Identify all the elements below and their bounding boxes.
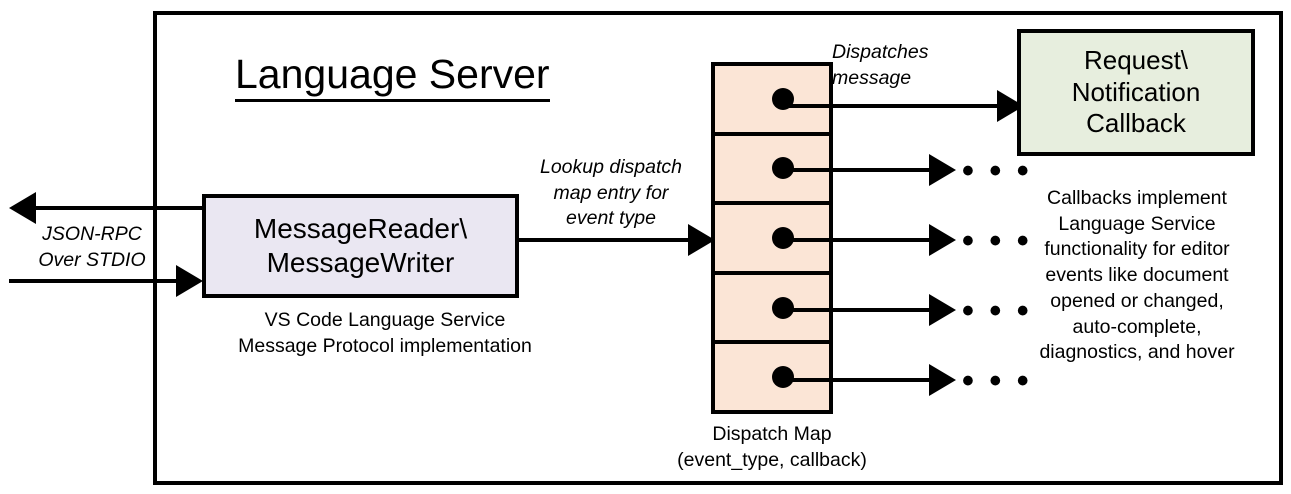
lookup-dispatch-label: Lookup dispatch map entry for event type <box>539 156 683 230</box>
lookup-arrowhead <box>688 224 715 256</box>
dispatch-row-5-line <box>781 378 943 382</box>
callback-description-caption: Callbacks implement Language Service fun… <box>1039 187 1235 364</box>
dispatch-row-3-arrowhead <box>929 224 956 256</box>
table-row[interactable] <box>715 344 829 410</box>
dispatch-row-2-line <box>781 168 943 172</box>
message-reader-writer-label: MessageReader\ MessageWriter <box>253 212 468 278</box>
dispatch-row-1-line <box>781 104 1013 108</box>
dispatches-message-label: Dispatches message <box>832 41 929 89</box>
table-row[interactable] <box>715 66 829 136</box>
outbound-stdio-arrowhead <box>9 192 36 224</box>
dispatch-row-3-line <box>781 238 943 242</box>
lookup-line <box>519 238 691 242</box>
message-reader-writer-box[interactable]: MessageReader\ MessageWriter <box>202 194 519 298</box>
table-row[interactable] <box>715 205 829 275</box>
json-rpc-stdio-label: JSON-RPC Over STDIO <box>38 223 146 271</box>
message-protocol-caption: VS Code Language Service Message Protoco… <box>238 309 532 357</box>
callback-dot-icon <box>772 296 795 319</box>
dispatch-row-2-arrowhead <box>929 154 956 186</box>
dispatch-row-5-arrowhead <box>929 364 956 396</box>
callback-dot-icon <box>772 366 795 389</box>
outbound-stdio-line <box>36 206 204 210</box>
dispatch-row-4-ellipsis: • • • <box>962 292 1032 330</box>
dispatch-row-3-ellipsis: • • • <box>962 222 1032 260</box>
dispatch-map-caption: Dispatch Map (event_type, callback) <box>677 423 867 471</box>
page-title: Language Server <box>235 51 550 102</box>
inbound-stdio-arrowhead <box>176 265 203 297</box>
table-row[interactable] <box>715 275 829 345</box>
inbound-stdio-line <box>9 279 179 283</box>
request-notification-callback-label: Request\ Notification Callback <box>1071 44 1201 139</box>
dispatch-row-4-line <box>781 308 943 312</box>
language-server-boundary <box>153 11 1283 485</box>
callback-dot-icon <box>772 226 795 249</box>
dispatch-row-2-ellipsis: • • • <box>962 152 1032 190</box>
dispatch-row-4-arrowhead <box>929 294 956 326</box>
request-notification-callback-box[interactable]: Request\ Notification Callback <box>1017 29 1255 156</box>
dispatch-row-5-ellipsis: • • • <box>962 362 1032 400</box>
